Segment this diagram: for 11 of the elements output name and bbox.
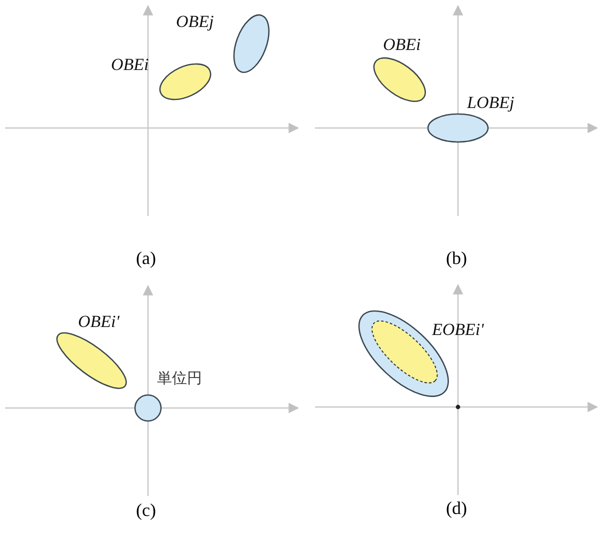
ellipse-label: OBEi [383,36,421,53]
panel-caption: (b) [446,249,467,267]
ellipse-label: 単位円 [157,371,202,386]
ellipse-label: OBEj [176,13,214,30]
ellipse-label: OBEi [111,56,149,73]
ellipse-label: LOBEj [467,94,514,111]
panel-caption: (c) [136,501,156,519]
panel-caption: (d) [446,499,467,517]
panel-caption: (a) [136,249,156,267]
ellipse-label: EOBEi' [432,321,484,338]
ellipse-label: OBEi' [78,313,120,330]
